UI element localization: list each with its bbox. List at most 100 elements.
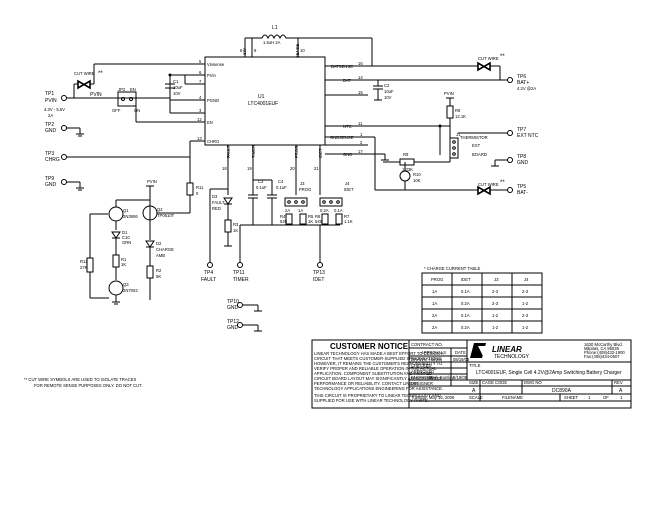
tp11-label: TIMER [233, 277, 249, 283]
jp3-opt-a: 2A [285, 208, 290, 213]
footnote-line2: FOR REMOTE SENSE PURPOSES ONLY. DO NOT C… [34, 383, 142, 388]
drawn-label: DRAWN [411, 357, 427, 362]
pin-num: 10 [300, 48, 305, 53]
table-cell: 0.2A [461, 301, 470, 306]
led-driver-section: R11 0 PVIN Q1 2N3906 Q2 TP0610T D1 C10 G… [80, 179, 204, 305]
jp2-en: EN [130, 87, 136, 92]
tp6-label: BAT+ [517, 80, 529, 86]
r5-value: 1K [308, 219, 313, 224]
pin-name-pgnd: PGND [207, 98, 219, 103]
pin-num: 17 [358, 149, 363, 154]
pin-num: 6 [199, 70, 202, 75]
approvals-label: APPROVALS [421, 350, 446, 355]
tp1-label: PVIN [45, 98, 57, 104]
pin-name-vinsense: Vinsense [207, 62, 225, 67]
tp7-label: EXT NTC [517, 133, 539, 139]
d3-color: RED [212, 206, 221, 211]
d2-color: AMB [156, 253, 165, 258]
bottom-pin-section: D3 FAULT RED R3 1K TP4 FAULT C3 0.1uF C4… [201, 179, 354, 332]
pin-name-bat: BAT [343, 78, 351, 83]
table-cell: 1-2 [492, 325, 499, 330]
r4-value: 549 [280, 219, 288, 224]
pin-num: 3 [199, 108, 202, 113]
tp7-id: TP7 [517, 127, 526, 133]
c1-rating: 10V [173, 91, 181, 96]
q2-ref: Q2 [157, 207, 163, 212]
table-cell: 1A [432, 301, 437, 306]
r5-ref: R5 [308, 214, 314, 219]
r8-ref: R8 [455, 108, 461, 113]
cut-wire-marks-r2: ** [500, 180, 505, 186]
tp5-label: BAT- [517, 190, 528, 196]
pin-name-timer: TIMER [251, 145, 256, 158]
tp11-id: TP11 [233, 270, 245, 276]
cage-label: CAGE CODE [482, 380, 507, 385]
c3-value: 0.1uF [256, 185, 267, 190]
tp3-label: CHRG [45, 157, 60, 163]
cut-wire-label-r1: CUT WIRE [478, 56, 499, 61]
tp6-note: 4.2V @2A [517, 86, 536, 91]
d1-ref: D1 [122, 230, 128, 235]
pin-num: 5 [199, 59, 202, 64]
address-line: Phone:(408)432-1900 [584, 350, 625, 355]
table-cell: 2-3 [522, 313, 529, 318]
c4-value: 0.1uF [276, 185, 287, 190]
table-cell: 0.1A [461, 289, 470, 294]
r7-ref: R7 [344, 214, 350, 219]
cut-wire-label: CUT WIRE [74, 71, 95, 76]
c2-ref: C2 [384, 83, 390, 88]
l1-value: 1.5uH 2A [263, 40, 281, 45]
table-cell: 1-2 [522, 325, 529, 330]
charge-current-table: * CHARGE CURRENT TABLE PROG IDET J3 J4 1… [421, 266, 543, 334]
c10-ref: C10 [122, 235, 130, 240]
jp2-on: ON [134, 108, 140, 113]
dwg-value: DC890A [552, 388, 572, 394]
drawn-by: Halyan [429, 357, 443, 362]
table-cell: 2-3 [492, 301, 499, 306]
dwg-label: DWG NO [524, 380, 542, 385]
tp1-id: TP1 [45, 91, 54, 97]
cut-wire-symbol [77, 79, 91, 90]
notice-line: CIRCUIT THAT MEETS CUSTOMER-SUPPLIED SPE… [314, 356, 442, 361]
tp8-label: GND [517, 160, 529, 166]
of-value: 1 [620, 395, 623, 400]
pin-name-fault: FAULT [226, 145, 231, 158]
table-cell: 1-2 [522, 301, 529, 306]
pin-name-gndsense: GNDSENSE [330, 135, 354, 140]
jp4-ref: J4 [345, 181, 350, 186]
pin-num: 7 [199, 79, 202, 84]
scale-label: SCALE [469, 395, 483, 400]
tp5-id: TP5 [517, 184, 526, 190]
jp3-label: PROG [299, 187, 311, 192]
address-line: Milpitas, CA 95035 [584, 346, 620, 351]
tp1-note2: 2A [48, 113, 53, 118]
address-line: 1630 McCarthy Blvd. [584, 342, 623, 347]
designer-label: DESIGNER [411, 381, 433, 386]
r1-ref: R1 [121, 257, 127, 262]
jp3-ref: J3 [300, 181, 305, 186]
q3-part: 2N7002 [123, 288, 138, 293]
drawing-title: LTC4001EUF, Single Cell 4.2V@2Amp Switch… [476, 370, 622, 376]
engineer-name: Mark Guntley [429, 375, 455, 380]
r12-value: 27K [80, 265, 88, 270]
net-pvin3: PVIN [444, 91, 454, 96]
r11-value: 0 [196, 191, 199, 196]
r4-ref: R4 [280, 214, 286, 219]
pin-num: 11 [358, 121, 363, 126]
table-header: J3 [494, 277, 499, 282]
tp8-id: TP8 [517, 154, 526, 160]
q1-part: 2N3906 [123, 214, 138, 219]
tp9-id: TP9 [45, 176, 54, 182]
jp3-opt-b: 1A [298, 208, 303, 213]
notice-line: THIS CIRCUIT IS PROPRIETARY TO LINEAR TE… [314, 393, 441, 398]
pin-name-chrg: CHRG [207, 139, 219, 144]
r12-ref: R12 [80, 259, 88, 264]
pin-name-gnd: GND [343, 152, 352, 157]
r11-ref: R11 [196, 185, 204, 190]
r7-value: 1.1K [344, 219, 353, 224]
date-label: DATE [455, 350, 466, 355]
pin-name-ntc: NTC [343, 124, 352, 129]
pin-name-sense: SENSE [295, 44, 300, 58]
c1-ref: C1 [173, 79, 179, 84]
size-value: A [472, 388, 476, 394]
